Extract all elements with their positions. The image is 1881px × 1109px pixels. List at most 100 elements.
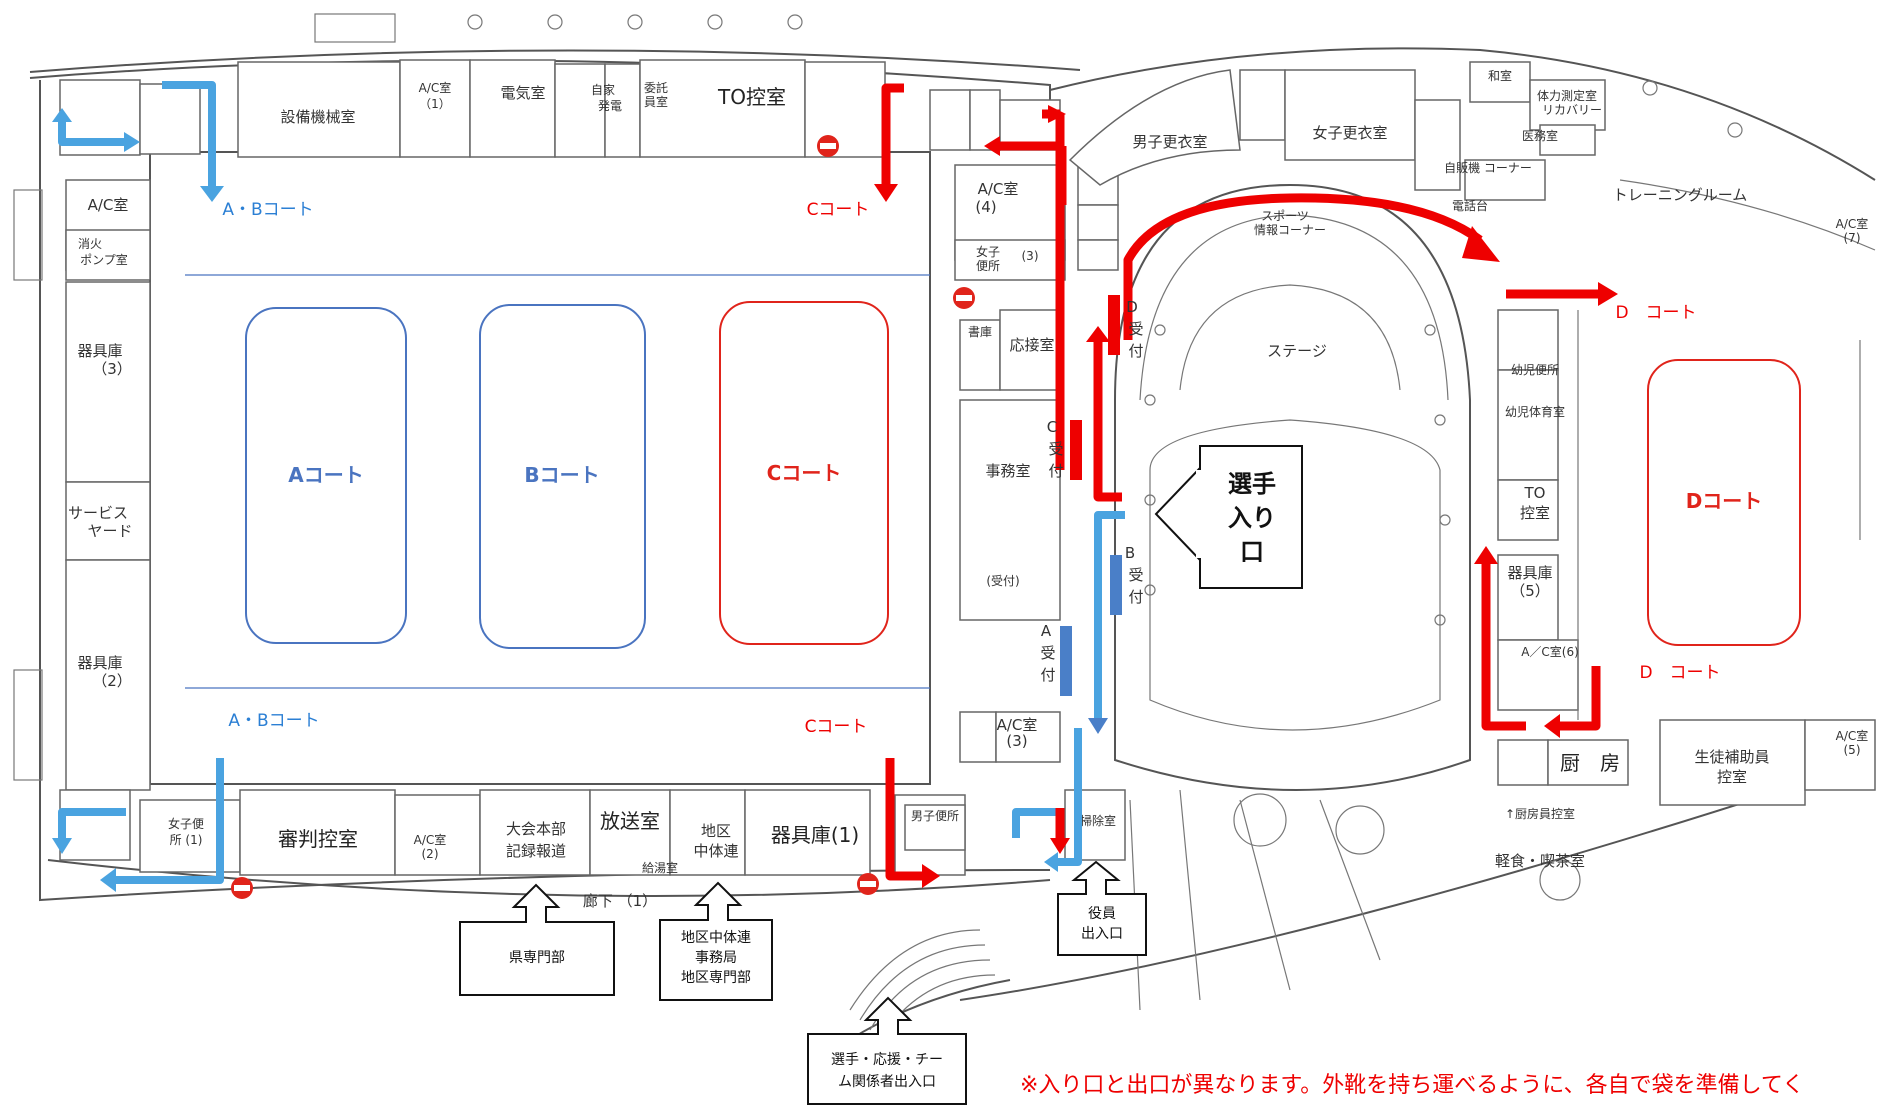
room-women-restroom3-l1: 女子 — [976, 244, 1000, 259]
room-storage5-l2: （5） — [1510, 582, 1550, 600]
district-office-l3: 地区専門部 — [681, 970, 751, 986]
room-student-staff-l2: 控室 — [1717, 768, 1747, 786]
reception-b-marker — [1110, 555, 1122, 615]
player-entrance-label: 選手入り口 — [1228, 470, 1276, 566]
room-ac3: A/C室(3) — [997, 716, 1038, 750]
route-d-bottom — [1481, 560, 1526, 731]
room-generator-l1: 自家 — [591, 82, 615, 97]
room-hq-l1: 大会本部 — [506, 820, 566, 838]
room-reception-paren: (受付) — [986, 574, 1019, 588]
officials-callout: 役員出入口 — [1057, 860, 1147, 956]
room-labels: 設備機械室 A/C室 （1） 電気室 自家発電 委託員室 TO控室 A/C室 サ… — [68, 68, 1868, 910]
tag-d-mid: D コート — [1639, 663, 1720, 683]
room-storage2-l2: （2） — [92, 672, 132, 690]
reception-c-marker — [1070, 420, 1082, 480]
room-women-restroom3-l2: 便所 — [976, 259, 1000, 273]
reception-d-l1: D — [1126, 298, 1138, 316]
reception-d-marker — [1108, 295, 1120, 355]
room-ac7-l1: A/C室 — [1836, 216, 1869, 231]
general-entrance-label: 選手・応援・チーム関係者出入口 — [831, 1052, 943, 1090]
reception-d-l3: 付 — [1128, 342, 1143, 360]
room-women-restroom1: 女子便所 (1) — [168, 816, 204, 847]
room-broadcast: 放送室 — [600, 809, 660, 833]
room-sports-info: スポーツ情報コーナー — [1254, 209, 1326, 237]
room-storage5-l1: 器具庫 — [1507, 564, 1552, 582]
room-men-restroom-b: 男子便所 — [911, 809, 959, 823]
room-men-locker: 男子更衣室 — [1132, 133, 1207, 151]
player-entrance-callout: 選手入り口 — [1154, 445, 1303, 589]
tag-c-top: Cコート — [807, 200, 870, 220]
room-training: トレーニングルーム — [1613, 186, 1748, 204]
room-medical: 医務室 — [1522, 128, 1558, 143]
room-consign-l2: 員室 — [644, 94, 668, 109]
room-electric: 電気室 — [500, 84, 545, 102]
room-women-restroom1-l2: 所 (1) — [170, 833, 203, 847]
court-d-area — [1577, 179, 1876, 720]
reception-a-l2: 受 — [1040, 644, 1055, 662]
court-d — [1647, 359, 1801, 646]
room-ac4: A/C室(4) — [975, 180, 1018, 216]
left-rooms — [65, 179, 151, 791]
room-storage-small: 書庫 — [968, 325, 992, 339]
reception-a-marker — [1060, 626, 1072, 696]
reception-b-l1: B — [1125, 544, 1135, 562]
player-entrance-l2: 入り — [1228, 504, 1276, 532]
route-c-top-arrow — [881, 83, 904, 188]
route-c-bottom-arrow — [885, 758, 926, 881]
room-fire-pump-l2: ポンプ室 — [80, 252, 128, 267]
room-kitchen: 厨 房 — [1560, 751, 1620, 775]
room-to2-l1: TO — [1524, 484, 1546, 502]
room-office: 事務室 — [985, 462, 1030, 480]
court-c — [719, 301, 889, 645]
district-office-label: 地区中体連事務局地区専門部 — [681, 930, 751, 986]
room-women-restroom3: 女子便所 — [976, 244, 1000, 273]
room-restroom3-num: (3) — [1022, 249, 1039, 263]
player-entrance-l3: 口 — [1240, 538, 1264, 566]
room-ac1-num: （1） — [419, 97, 451, 111]
district-office-l1: 地区中体連 — [681, 930, 751, 946]
room-ac7: A/C室(7) — [1836, 216, 1869, 245]
room-district: 地区中体連 — [693, 822, 738, 860]
no-entry-icon — [817, 135, 839, 157]
room-generator: 自家発電 — [591, 82, 622, 113]
court-c-label: Cコート — [767, 461, 842, 485]
room-cafe: 軽食・喫茶室 — [1495, 852, 1585, 870]
route-b-entrance — [1094, 511, 1125, 722]
reception-c-l2: 受 — [1048, 440, 1063, 458]
reception-c-l3: 付 — [1048, 462, 1063, 480]
no-entry-markers — [231, 135, 975, 899]
courts — [245, 301, 1801, 649]
room-student-staff-l1: 生徒補助員 — [1694, 748, 1769, 766]
reception-c-l1: C — [1047, 418, 1057, 436]
room-district-l1: 地区 — [701, 822, 731, 840]
room-hq-l2: 記録報道 — [506, 842, 566, 860]
district-office-callout: 地区中体連事務局地区専門部 — [659, 881, 773, 1001]
room-ac7-l2: (7) — [1844, 231, 1861, 245]
room-service-yard-l2: ヤード — [87, 522, 132, 540]
reception-a-l3: 付 — [1040, 666, 1055, 684]
reception-a-l1: A — [1041, 622, 1052, 640]
court-b-label: Bコート — [524, 463, 599, 487]
room-storage3: 器具庫（3） — [77, 342, 131, 378]
room-vending: 自販機 コーナー — [1444, 160, 1532, 175]
room-sports-info-l2: 情報コーナー — [1254, 223, 1326, 237]
tag-ab-top: A・Bコート — [222, 200, 313, 220]
court-b — [479, 304, 646, 649]
room-women-restroom1-l1: 女子便 — [168, 816, 204, 831]
room-ac5-l1: A/C室 — [1836, 728, 1869, 743]
general-entrance-l1: 選手・応援・チー — [831, 1052, 943, 1068]
building-outline — [13, 13, 1876, 1061]
room-service-yard-l1: サービス — [68, 504, 128, 522]
route-ab-top-arrow — [162, 81, 216, 190]
room-student-staff: 生徒補助員控室 — [1694, 748, 1769, 786]
room-reception-room: 応接室 — [1009, 336, 1054, 354]
court-a-label: Aコート — [288, 463, 363, 487]
general-entrance-callout: 選手・応援・チーム関係者出入口 — [807, 996, 967, 1105]
room-consign: 委託員室 — [644, 80, 668, 109]
prefecture-label: 県専門部 — [509, 950, 565, 966]
room-ac4-l2: (4) — [975, 198, 996, 216]
